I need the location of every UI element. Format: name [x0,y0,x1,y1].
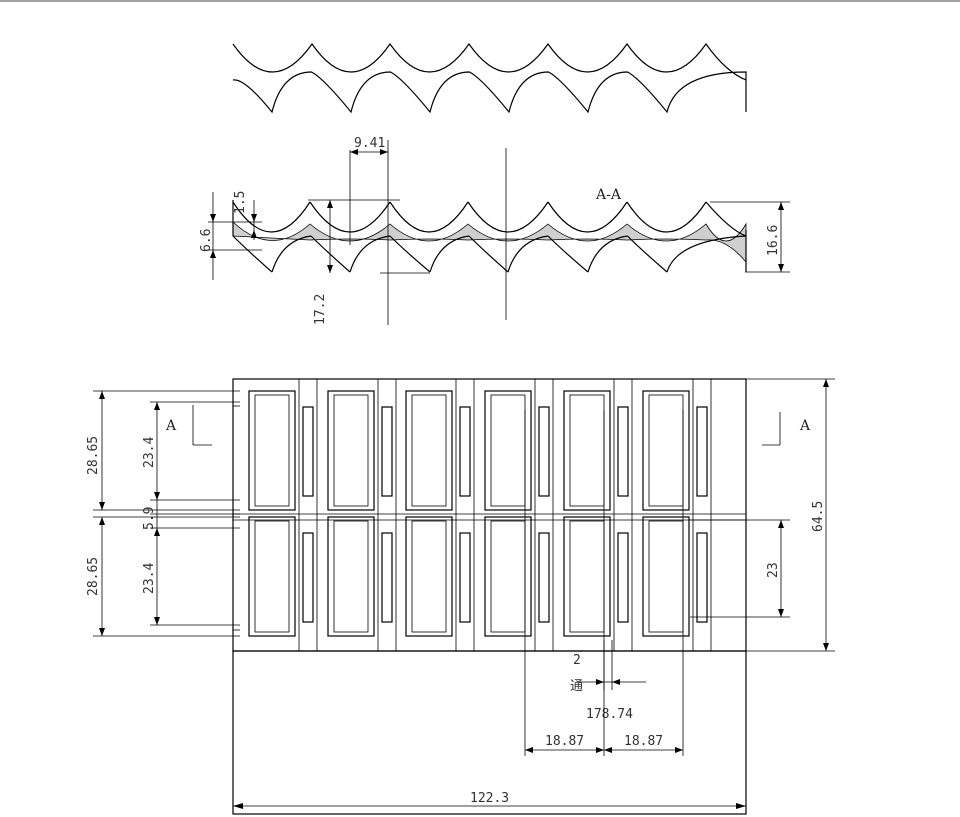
dim-2865-top-text: 28.65 [86,436,101,475]
dim-2-through: 2 通 [570,640,646,694]
top-profile-lower-arcs [232,71,747,114]
section-a-a-view [232,200,747,273]
section-lower-arcs [232,235,747,273]
dim-59-text: 5.9 [142,507,157,530]
dim-17874-text: 178.74 [586,707,633,722]
pocket-inner [569,520,605,633]
slot [538,406,550,497]
dim-234-top-text: 23.4 [142,437,157,468]
dim-234-bottom: 23.4 [142,527,240,626]
slot [381,532,393,623]
dim-941-text: 9.41 [354,136,385,151]
dim-23: 23 [690,519,790,618]
top-profile-view [232,42,747,114]
pocket [327,390,375,511]
dim-2865-bottom-text: 28.65 [86,557,101,596]
plan-outline [232,378,747,652]
plan-base-area [232,650,747,815]
dim-1887-left-text: 18.87 [545,734,584,749]
slot [696,406,708,497]
slot [617,406,629,497]
pocket [327,516,375,637]
pocket-inner [411,394,447,507]
dim-2-text: 2 [573,653,581,668]
pocket-inner [569,394,605,507]
dim-166: 16.6 [710,201,790,273]
dim-through-text: 通 [570,679,583,694]
slot [302,406,314,497]
pocket [405,390,453,511]
pocket-inner [333,520,369,633]
dim-2865-bottom: 28.65 [86,516,240,637]
slot [617,532,629,623]
pocket [484,390,532,511]
pocket [248,516,296,637]
dim-66-text: 6.6 [199,229,214,252]
dim-645-text: 64.5 [811,501,826,532]
dim-234-bottom-text: 23.4 [142,563,157,594]
section-marker-right-text: A [799,418,811,434]
dim-172-text: 17.2 [313,294,328,325]
dim-66: 6.6 [199,192,262,280]
pocket [563,390,611,511]
pocket [484,516,532,637]
pocket-inner [490,394,526,507]
pocket [642,390,690,511]
slot [459,532,471,623]
dim-15: 1.5 [233,191,257,240]
plan-cells [233,379,746,651]
dim-1223: 122.3 [232,791,747,814]
pocket [248,390,296,511]
slot [302,532,314,623]
dim-1223-text: 122.3 [470,791,509,806]
pocket-inner [648,394,684,507]
dim-2865-top: 28.65 [86,390,240,511]
dim-23-text: 23 [766,562,781,578]
pocket-inner [411,520,447,633]
pocket [405,516,453,637]
top-profile-upper-arcs [232,42,747,112]
dim-59: 5.9 [142,500,240,530]
dim-234-top: 23.4 [142,401,240,501]
dim-645: 64.5 [746,378,835,652]
pocket-inner [648,520,684,633]
section-label: A-A [595,187,622,203]
dim-166-text: 16.6 [766,225,781,256]
slot [381,406,393,497]
dim-941: 9.41 [349,136,389,325]
pocket-inner [254,520,290,633]
section-marker-right: A [762,412,811,446]
dim-1887: 18.87 18.87 [524,410,684,756]
pocket [642,516,690,637]
slot [538,532,550,623]
dim-172: 17.2 [308,199,430,325]
slot [696,532,708,623]
pocket-inner [333,394,369,507]
dim-1887-right-text: 18.87 [624,734,663,749]
section-marker-left: A [165,405,212,446]
slot [459,406,471,497]
dim-15-text: 1.5 [233,191,248,214]
pocket [563,516,611,637]
section-marker-left-text: A [165,418,177,434]
plan-view [232,378,747,815]
pocket-inner [490,520,526,633]
pocket-inner [254,394,290,507]
